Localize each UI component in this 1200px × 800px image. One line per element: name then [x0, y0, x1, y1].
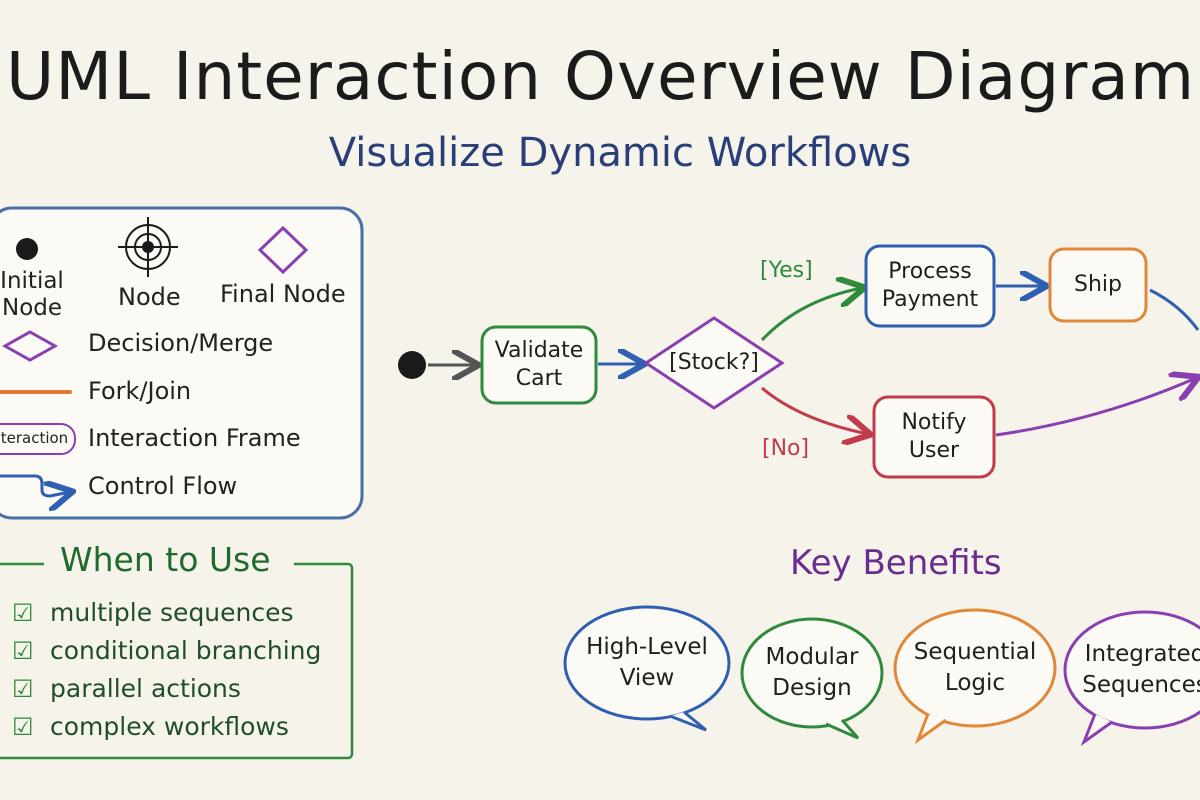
- arrow-no: [761, 386, 868, 434]
- legend-control-flow-label: Control Flow: [88, 472, 238, 500]
- process-payment-label: Process Payment: [881, 259, 979, 312]
- when-item: ☑complex workflows: [12, 712, 289, 741]
- when-item: ☑parallel actions: [12, 674, 241, 703]
- process-payment-box: [864, 244, 996, 328]
- legend-fork-join-label: Fork/Join: [88, 377, 192, 405]
- stock-decision-label: [Stock?]: [669, 350, 759, 375]
- initial-node-icon: [16, 238, 38, 260]
- benefit-modular-design: Modular Design: [765, 644, 859, 701]
- checkmark-icon: ☑: [12, 637, 34, 665]
- legend-box: [0, 206, 364, 520]
- stock-decision-diamond: [643, 316, 785, 410]
- page-title: UML Interaction Overview Diagram: [6, 38, 1196, 115]
- bubble-sequential: [893, 608, 1057, 745]
- benefit-integrated-sequences: Integrated Sequences: [1082, 641, 1200, 698]
- ship-box: [1048, 247, 1148, 323]
- when-item: ☑conditional branching: [12, 636, 322, 665]
- legend-decision-merge-label: Decision/Merge: [88, 329, 274, 357]
- final-node-crosshair-icon: [118, 217, 178, 277]
- legend-initial-node-label: Initial Node: [0, 268, 64, 321]
- arrow-notify-out: [995, 378, 1196, 437]
- when-to-use-title-gap: [44, 552, 294, 576]
- benefit-sequential-logic: Sequential Logic: [913, 639, 1037, 696]
- validate-cart-box: [480, 325, 598, 405]
- checkmark-icon: ☑: [12, 675, 34, 703]
- key-benefits-title: Key Benefits: [790, 543, 1002, 583]
- validate-cart-label: Validate Cart: [494, 338, 584, 391]
- ship-label: Ship: [1074, 272, 1122, 297]
- control-flow-icon: [0, 474, 70, 496]
- when-item: ☑multiple sequences: [12, 598, 294, 627]
- final-node-diamond-icon: [257, 225, 309, 275]
- benefit-integrated-clip: Integrated Sequences: [1065, 612, 1200, 728]
- no-guard-label: [No]: [762, 436, 810, 461]
- checkmark-icon: ☑: [12, 599, 34, 627]
- notify-user-box: [872, 395, 996, 479]
- flow-initial-node: [398, 351, 426, 379]
- bubble-modular: [740, 617, 884, 740]
- checkmark-icon: ☑: [12, 713, 34, 741]
- legend-interaction-frame-label: Interaction Frame: [88, 424, 301, 452]
- notify-user-label: Notify User: [901, 410, 967, 463]
- bubble-high-level: [563, 605, 731, 732]
- yes-guard-label: [Yes]: [760, 258, 813, 283]
- page-subtitle: Visualize Dynamic Workflows: [328, 130, 912, 176]
- legend-interaction-sample-label: Interaction: [0, 429, 69, 447]
- benefit-high-level-view: High-Level View: [586, 634, 708, 691]
- bubble-integrated: [1063, 610, 1200, 747]
- arrow-yes: [760, 288, 862, 342]
- legend-node-label: Node: [118, 283, 181, 311]
- arrow-ship-out: [1149, 288, 1200, 331]
- legend-final-node-label: Final Node: [220, 280, 346, 308]
- interaction-frame-icon: [0, 423, 76, 455]
- when-to-use-title: When to Use: [60, 540, 271, 579]
- decision-merge-icon: [1, 330, 59, 362]
